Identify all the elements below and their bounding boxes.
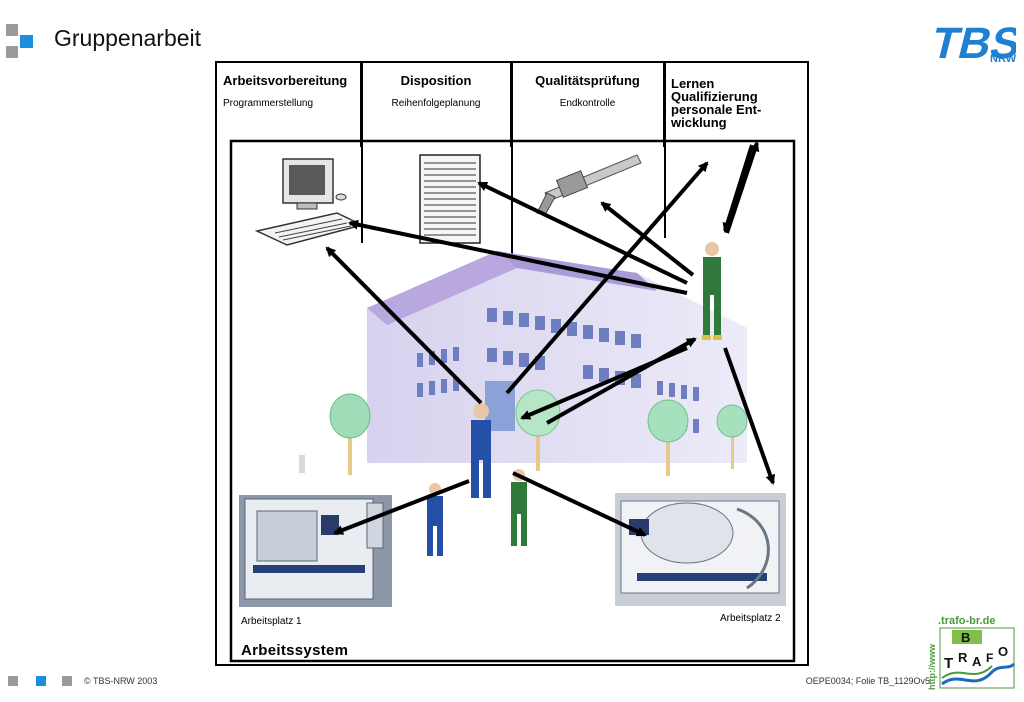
worker-green-figure bbox=[702, 242, 722, 340]
document-stack-image bbox=[419, 154, 481, 244]
post-icon bbox=[299, 455, 305, 473]
page-title: Gruppenarbeit bbox=[54, 25, 202, 51]
column-title: Qualitätsprüfung bbox=[535, 73, 640, 88]
office-building-image bbox=[367, 251, 747, 463]
group-work-diagram: Arbeitsvorbereitung Programmerstellung D… bbox=[215, 61, 809, 666]
tree-icon bbox=[716, 404, 748, 469]
trafo-br-logo: .trafo-br.de http://www B T R A F O bbox=[927, 615, 1016, 690]
cnc-machine-2-image bbox=[615, 493, 786, 606]
logo-sub: NRW bbox=[990, 53, 1016, 65]
tree-icon bbox=[647, 399, 689, 476]
svg-text:F: F bbox=[986, 651, 993, 665]
column-title: Disposition bbox=[400, 73, 472, 88]
caliper-icon bbox=[536, 154, 642, 216]
trafo-http: http://www bbox=[927, 643, 937, 690]
worker-blue-small-figure bbox=[427, 483, 443, 556]
svg-text:T: T bbox=[944, 655, 953, 672]
computer-workstation-image bbox=[254, 158, 365, 246]
work-system-label: Arbeitssystem bbox=[241, 642, 349, 659]
tbs-nrw-logo: TBS NRW bbox=[927, 20, 1016, 68]
svg-text:O: O bbox=[998, 644, 1008, 659]
cnc-machine-1-image bbox=[239, 495, 392, 607]
workflow-arrows bbox=[325, 141, 776, 537]
column-lernen: Lernen Qualifizierung personale Ent- wic… bbox=[665, 63, 807, 147]
title-bullet-icon bbox=[6, 24, 33, 58]
column-subtitle: Endkontrolle bbox=[559, 98, 616, 109]
column-title: Arbeitsvorbereitung bbox=[223, 73, 348, 88]
slide-id-text: OEPE0034; Folie TB_1129Ov5 bbox=[805, 676, 930, 686]
column-title: Lernen Qualifizierung personale Ent- wic… bbox=[671, 76, 762, 130]
svg-text:B: B bbox=[961, 630, 970, 645]
workplace-1-caption: Arbeitsplatz 1 bbox=[241, 616, 302, 627]
tree-icon bbox=[329, 393, 371, 475]
worker-blue-figure bbox=[471, 403, 491, 498]
logo-text: TBS bbox=[927, 20, 1016, 68]
column-subtitle: Programmerstellung bbox=[223, 98, 314, 109]
svg-text:A: A bbox=[972, 654, 982, 669]
column-subtitle: Reihenfolgeplanung bbox=[391, 98, 481, 109]
workplace-2-caption: Arbeitsplatz 2 bbox=[720, 613, 781, 624]
trafo-url: .trafo-br.de bbox=[938, 615, 995, 627]
svg-text:R: R bbox=[958, 650, 968, 665]
copyright-text: © TBS-NRW 2003 bbox=[84, 676, 158, 686]
diagram-illustration bbox=[229, 63, 796, 663]
footer-squares-icon bbox=[8, 676, 72, 686]
